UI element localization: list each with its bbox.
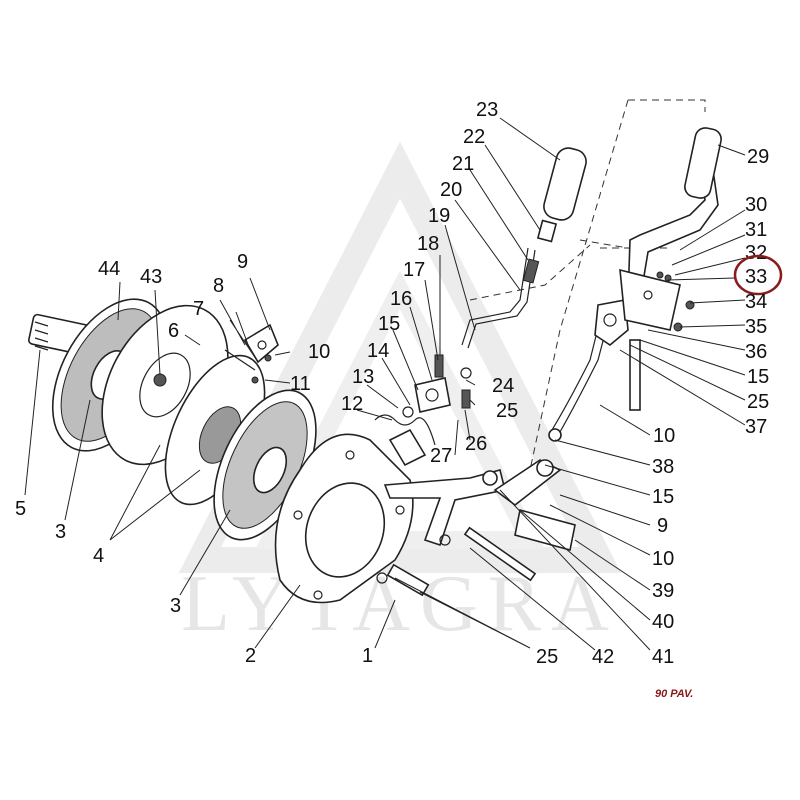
label-26: 26 [465,433,487,455]
label-12: 12 [341,393,363,415]
label-21: 21 [452,153,474,175]
label-10-right: 10 [653,425,675,447]
long-bolt [463,526,537,582]
label-23: 23 [476,99,498,121]
label-39: 39 [652,580,674,602]
label-15-right: 15 [747,366,769,388]
label-40: 40 [652,611,674,633]
leader-lines [24,117,746,651]
label-25-center: 25 [496,400,518,422]
label-42: 42 [592,646,614,668]
highlight-circle [733,254,783,296]
label-18: 18 [417,233,439,255]
label-34: 34 [745,291,767,313]
label-10-left: 10 [308,341,330,363]
dashed-group-outline [529,99,706,471]
label-38: 38 [652,456,674,478]
label-15-lower: 15 [652,486,674,508]
label-41: 41 [652,646,674,668]
label-13: 13 [352,366,374,388]
label-3-center: 3 [170,595,181,617]
label-22: 22 [463,126,485,148]
label-9-right: 9 [657,515,668,537]
label-32: 32 [745,242,767,264]
label-16: 16 [390,288,412,310]
label-6: 6 [168,320,179,342]
label-8: 8 [213,275,224,297]
label-27: 27 [430,445,452,467]
label-37: 37 [745,416,767,438]
rod-clamp [414,354,472,413]
label-10-lower: 10 [652,548,674,570]
return-spring [374,406,436,467]
label-44: 44 [98,258,120,280]
label-17: 17 [403,259,425,281]
label-35: 35 [745,316,767,338]
release-fork [224,323,279,384]
diagram-caption: 90 PAV. [655,688,693,700]
label-3-left: 3 [55,521,66,543]
label-24: 24 [492,375,514,397]
clutch-lever-linkage [493,299,629,551]
label-25-lower: 25 [536,646,558,668]
label-15-left: 15 [378,313,400,335]
hand-lever [619,127,722,411]
label-5: 5 [15,498,26,520]
label-4: 4 [93,545,104,567]
clutch-housing-cover [274,433,414,604]
label-11: 11 [290,373,311,395]
label-33: 33 [745,266,767,288]
part-labels: 1 2 3 3 4 5 6 7 8 9 9 10 10 10 11 12 13 … [15,99,783,668]
label-2: 2 [245,645,256,667]
label-7: 7 [193,298,204,320]
label-19: 19 [428,205,450,227]
label-31: 31 [745,219,767,241]
label-43: 43 [140,266,162,288]
bolt-1 [376,563,430,597]
label-25-right: 25 [747,391,769,413]
label-30: 30 [745,194,767,216]
label-20: 20 [440,179,462,201]
label-9-left: 9 [237,251,248,273]
label-29: 29 [747,146,769,168]
release-bracket [383,469,506,547]
upper-rod-assembly [461,147,587,349]
label-14: 14 [367,340,389,362]
dashed-group-outline-2 [469,244,670,301]
label-1: 1 [362,645,373,667]
label-36: 36 [745,341,767,363]
